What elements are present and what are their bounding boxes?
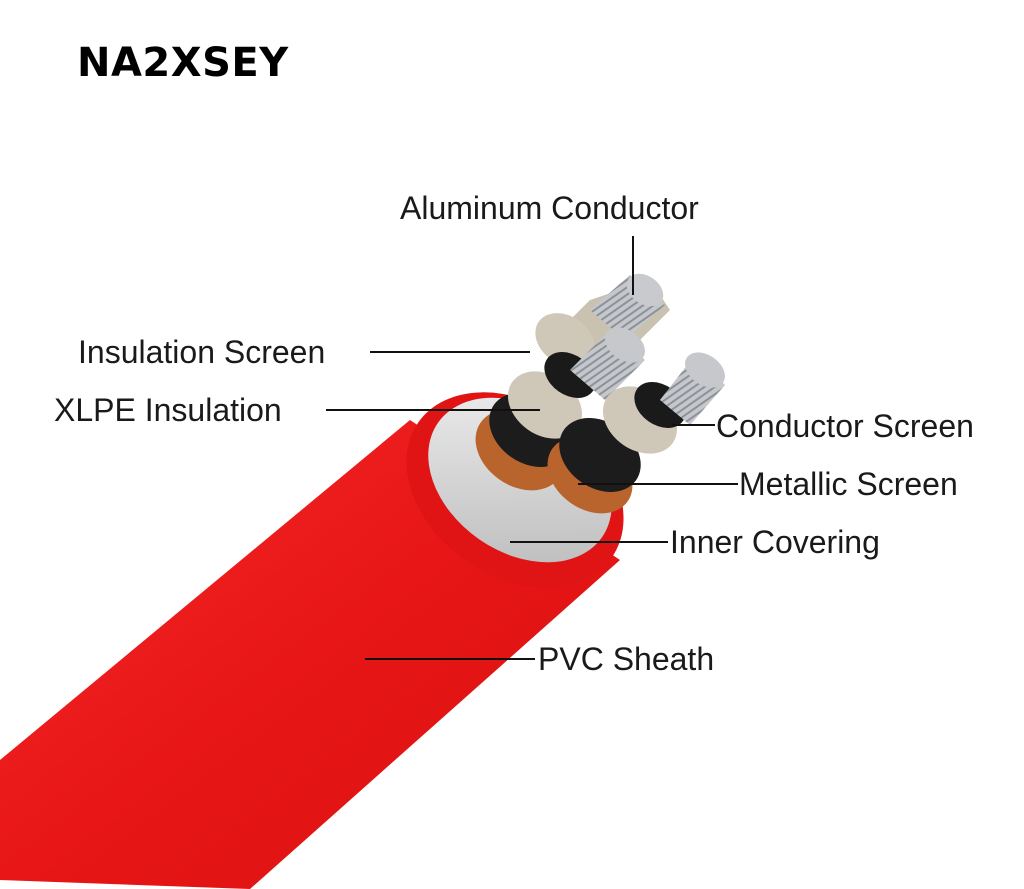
core-back: [535, 273, 670, 367]
label-conductor-screen: Conductor Screen: [716, 408, 974, 444]
label-insulation-screen: Insulation Screen: [78, 334, 326, 370]
label-pvc-sheath: PVC Sheath: [538, 641, 715, 677]
leader-lines: [326, 236, 738, 660]
core-left: [475, 327, 645, 491]
label-metallic-screen: Metallic Screen: [739, 466, 958, 502]
label-xlpe-insulation: XLPE Insulation: [54, 392, 282, 428]
cable-type-title: NA2XSEY: [77, 40, 289, 86]
label-aluminum-conductor: Aluminum Conductor: [400, 190, 699, 226]
core-right: [547, 352, 725, 514]
label-inner-covering: Inner Covering: [670, 524, 880, 560]
